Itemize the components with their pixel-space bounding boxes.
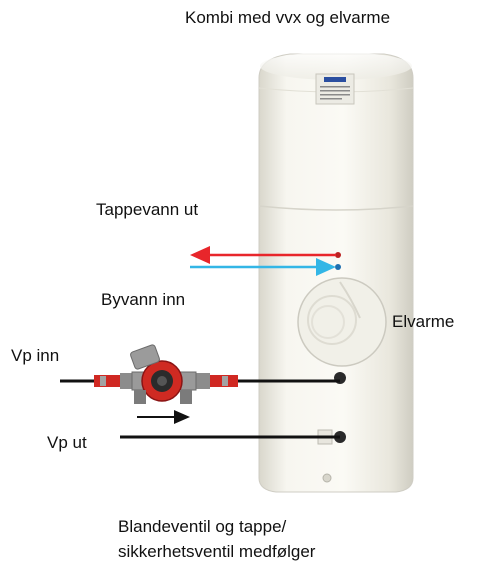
hot-water-port xyxy=(335,252,341,258)
label-vp-ut: Vp ut xyxy=(47,433,87,452)
label-elvarme: Elvarme xyxy=(392,312,455,331)
rating-plate xyxy=(315,73,355,105)
heating-element-hatch xyxy=(297,277,387,367)
flow-direction-arrow xyxy=(137,410,190,424)
diagram-title: Kombi med vvx og elvarme xyxy=(185,8,391,27)
cold-water-port xyxy=(335,264,341,270)
cold-water-in-arrow xyxy=(190,258,336,276)
label-byvann-inn: Byvann inn xyxy=(101,290,186,309)
note-line-1: Blandeventil og tappe/ xyxy=(118,517,287,536)
bottom-plug xyxy=(322,473,332,483)
label-tappevann-ut: Tappevann ut xyxy=(96,200,199,219)
water-heater-tank xyxy=(258,52,414,493)
hot-water-out-arrow xyxy=(190,246,336,264)
mixing-valve-assembly xyxy=(94,344,238,404)
note-line-2: sikkerhetsventil medfølger xyxy=(118,542,316,561)
label-vp-inn: Vp inn xyxy=(11,346,60,365)
